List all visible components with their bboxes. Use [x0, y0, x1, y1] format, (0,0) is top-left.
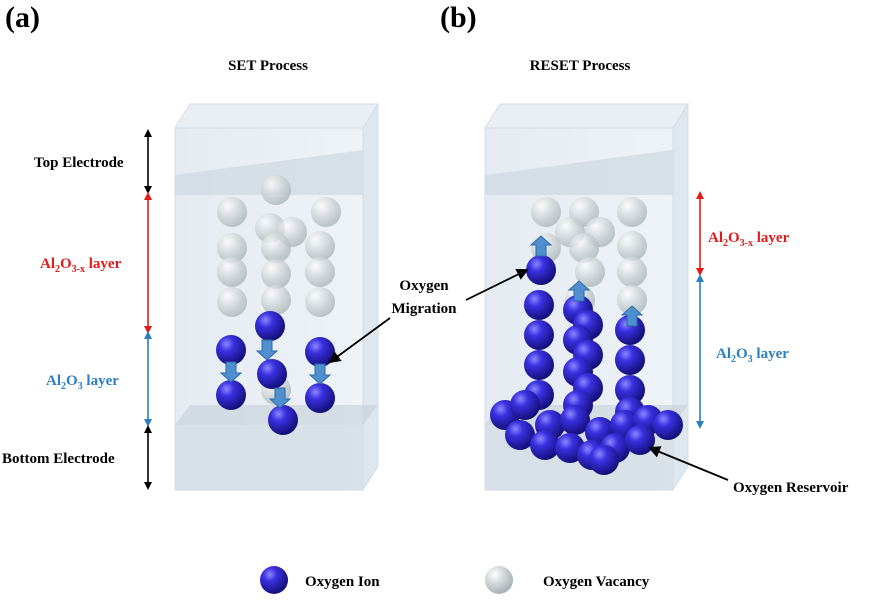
oxygen-ion — [524, 320, 554, 350]
oxygen-ion — [255, 311, 285, 341]
migration-pointer-b — [465, 269, 529, 301]
oxygen-vacancy — [311, 197, 341, 227]
oxygen-ion — [560, 405, 590, 435]
down-arrow-icon — [308, 363, 332, 385]
oxygen-ion — [305, 337, 335, 367]
oxygen-vacancy — [305, 257, 335, 287]
oxygen-ion — [653, 410, 683, 440]
bottom-electrode-label: Bottom Electrode — [2, 451, 115, 467]
up-arrow-icon — [620, 305, 644, 327]
oxygen-vacancy — [305, 287, 335, 317]
down-arrow-icon — [219, 361, 243, 383]
reservoir-pointer — [648, 446, 729, 481]
top-electrode-label: Top Electrode — [34, 155, 124, 171]
oxygen-ion — [615, 345, 645, 375]
oxygen-vacancy — [217, 233, 247, 263]
oxygen-vacancy — [617, 197, 647, 227]
oxygen-ion — [524, 350, 554, 380]
migration-pointer-a — [328, 317, 391, 364]
al2o3-label-b: Al2O3 layer — [716, 346, 789, 365]
legend: Oxygen Ion Oxygen Vacancy — [260, 566, 650, 594]
oxygen-vacancy — [575, 257, 605, 287]
top-electrode-a — [175, 150, 363, 195]
oxygen-ion — [216, 380, 246, 410]
up-arrow-icon — [529, 235, 553, 257]
down-arrow-icon — [255, 339, 279, 361]
legend-ion-swatch — [260, 566, 288, 594]
panel-label-b: (b) — [440, 1, 477, 34]
oxygen-ion — [216, 335, 246, 365]
al2o3-label-a: Al2O3 layer — [46, 373, 119, 392]
oxygen-vacancy — [217, 257, 247, 287]
spheres-panel-b — [490, 197, 683, 475]
oxygen-vacancy — [305, 231, 335, 261]
oxygen-vacancy — [617, 231, 647, 261]
legend-vacancy-swatch — [485, 566, 513, 594]
alox-label-b: Al2O3-x layer — [708, 230, 790, 249]
oxygen-ion — [524, 290, 554, 320]
migration-label-line2: Migration — [392, 301, 458, 317]
oxygen-vacancy — [617, 285, 647, 315]
legend-vacancy-label: Oxygen Vacancy — [543, 574, 650, 590]
bottom-electrode-a — [175, 425, 363, 490]
legend-ion-label: Oxygen Ion — [305, 574, 380, 590]
oxygen-ion — [268, 405, 298, 435]
oxygen-ion — [526, 255, 556, 285]
oxygen-ion — [625, 425, 655, 455]
oxygen-ion — [589, 445, 619, 475]
oxygen-ion — [257, 359, 287, 389]
panel-title-a: SET Process — [228, 58, 308, 74]
oxygen-ion — [305, 383, 335, 413]
panel-title-b: RESET Process — [530, 58, 631, 74]
oxygen-vacancy — [217, 197, 247, 227]
panel-label-a: (a) — [5, 1, 40, 34]
oxygen-vacancy — [531, 197, 561, 227]
down-arrow-icon — [268, 387, 292, 409]
oxygen-vacancy — [569, 233, 599, 263]
alox-label-a: Al2O3-x layer — [40, 256, 122, 275]
reservoir-label: Oxygen Reservoir — [733, 480, 849, 496]
oxygen-vacancy — [261, 259, 291, 289]
oxygen-ion — [510, 390, 540, 420]
oxygen-ion — [505, 420, 535, 450]
oxygen-vacancy — [261, 175, 291, 205]
up-arrow-icon — [567, 280, 591, 302]
oxygen-ion — [615, 375, 645, 405]
oxygen-vacancy — [261, 233, 291, 263]
oxygen-vacancy — [217, 287, 247, 317]
migration-label-line1: Oxygen — [399, 278, 449, 294]
oxygen-ion — [530, 430, 560, 460]
top-electrode-b — [485, 150, 673, 195]
oxygen-vacancy — [261, 285, 291, 315]
oxygen-vacancy — [617, 257, 647, 287]
migration-arrows — [219, 235, 644, 409]
